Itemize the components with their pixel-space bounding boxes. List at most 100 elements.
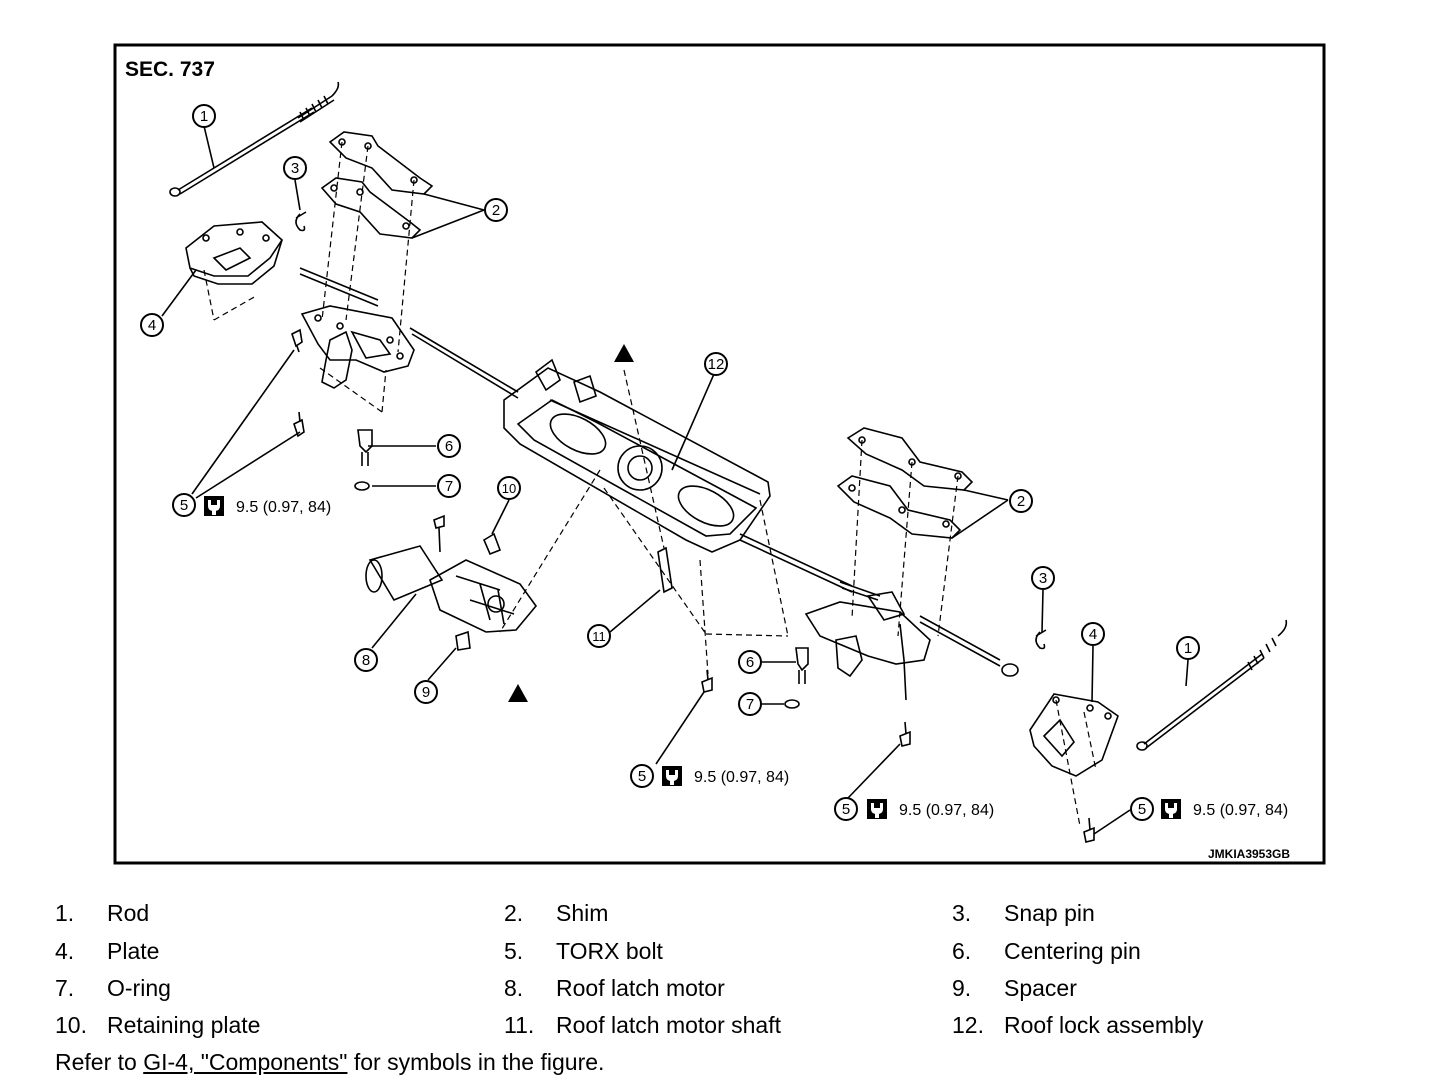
legend-number: 12. xyxy=(952,1012,984,1038)
reference-note: Refer to GI-4, "Components" for symbols … xyxy=(55,1049,604,1075)
callout-5-c: 5 xyxy=(834,797,858,821)
cable xyxy=(299,267,1019,677)
latch-bracket-left xyxy=(300,305,415,389)
rod-left xyxy=(169,81,340,197)
torque-wrench-icon xyxy=(867,799,887,819)
legend-label: TORX bolt xyxy=(556,938,663,964)
svg-text:9.5 (0.97, 84): 9.5 (0.97, 84) xyxy=(694,769,789,786)
torque-wrench-icon xyxy=(204,496,224,516)
svg-text:7: 7 xyxy=(746,696,754,713)
triangle-marker-icon xyxy=(508,684,528,702)
svg-text:12: 12 xyxy=(708,356,725,373)
svg-text:4: 4 xyxy=(1089,626,1097,643)
legend-label: Shim xyxy=(556,900,609,926)
callout-7-right: 7 xyxy=(738,692,762,716)
spacer xyxy=(455,630,471,651)
callout-11: 11 xyxy=(587,624,611,648)
reference-suffix: for symbols in the figure. xyxy=(347,1049,605,1075)
legend-number: 7. xyxy=(55,975,75,1001)
svg-text:5: 5 xyxy=(842,801,850,818)
roof-latch-motor xyxy=(365,545,538,633)
callout-12: 12 xyxy=(704,352,728,376)
svg-text:5: 5 xyxy=(638,768,646,785)
svg-text:1: 1 xyxy=(200,108,208,125)
svg-text:5: 5 xyxy=(180,497,188,514)
torque-spec-a: 9.5 (0.97, 84) xyxy=(204,496,331,516)
exploded-parts-diagram: SEC. 737 JMKIA3953GB xyxy=(113,43,1326,865)
reference-prefix: Refer to xyxy=(55,1049,144,1075)
legend-number: 8. xyxy=(504,975,524,1001)
o-ring-right xyxy=(784,699,800,709)
callout-5-d: 5 xyxy=(1130,797,1154,821)
callout-7-left: 7 xyxy=(437,474,461,498)
callout-5-a: 5 xyxy=(172,493,196,517)
callout-6-left: 6 xyxy=(437,434,461,458)
plate-right xyxy=(1029,693,1119,777)
callout-5-b: 5 xyxy=(630,764,654,788)
snap-pin-right xyxy=(1035,629,1047,650)
svg-text:3: 3 xyxy=(1039,570,1047,587)
callout-10: 10 xyxy=(497,476,521,500)
torque-spec-d: 9.5 (0.97, 84) xyxy=(1161,799,1288,819)
svg-text:7: 7 xyxy=(445,478,453,495)
torque-wrench-icon xyxy=(1161,799,1181,819)
legend-label: Snap pin xyxy=(1004,900,1095,926)
torque-specs: 9.5 (0.97, 84) 9.5 (0.97, 84) 9.5 (0.97,… xyxy=(204,496,1288,819)
motor-shaft xyxy=(657,546,673,594)
legend-label: Rod xyxy=(107,900,150,926)
figure-frame xyxy=(113,43,1326,865)
callout-1-right: 1 xyxy=(1176,636,1200,660)
torque-wrench-icon xyxy=(662,766,682,786)
svg-text:2: 2 xyxy=(492,202,500,219)
o-ring-left xyxy=(354,481,370,491)
callout-8: 8 xyxy=(354,648,378,672)
retaining-plate xyxy=(482,532,502,556)
callout-1-left: 1 xyxy=(192,104,216,128)
torque-spec-c: 9.5 (0.97, 84) xyxy=(867,799,994,819)
centering-pin-right xyxy=(795,647,809,684)
legend-label: Spacer xyxy=(1004,975,1077,1001)
legend-number: 4. xyxy=(55,938,75,964)
centering-pin-left xyxy=(357,429,373,466)
legend-label: Roof latch motor shaft xyxy=(556,1012,781,1038)
legend-label: Roof latch motor xyxy=(556,975,725,1001)
callout-3-right: 3 xyxy=(1031,566,1055,590)
callout-2-left: 2 xyxy=(484,198,508,222)
svg-text:6: 6 xyxy=(445,438,453,455)
legend-number: 9. xyxy=(952,975,972,1001)
callouts: 1 3 2 4 12 6 7 10 5 2 3 11 4 1 8 6 9 7 5… xyxy=(140,104,1200,821)
svg-text:9.5 (0.97, 84): 9.5 (0.97, 84) xyxy=(1193,802,1288,819)
svg-text:9.5 (0.97, 84): 9.5 (0.97, 84) xyxy=(236,499,331,516)
section-label: SEC. 737 xyxy=(125,58,215,81)
svg-text:11: 11 xyxy=(592,629,606,644)
legend-label: O-ring xyxy=(107,975,171,1001)
callout-2-right: 2 xyxy=(1009,489,1033,513)
latch-bracket-right xyxy=(804,591,931,701)
svg-text:9: 9 xyxy=(422,684,430,701)
plate-left xyxy=(185,221,284,285)
svg-text:3: 3 xyxy=(291,160,299,177)
callout-3-left: 3 xyxy=(283,156,307,180)
shim-left xyxy=(320,131,434,239)
legend-number: 6. xyxy=(952,938,972,964)
svg-text:1: 1 xyxy=(1184,640,1192,657)
components-reference-link[interactable]: GI-4, "Components" xyxy=(143,1049,348,1075)
svg-text:9.5 (0.97, 84): 9.5 (0.97, 84) xyxy=(899,802,994,819)
callout-4-left: 4 xyxy=(140,313,164,337)
legend-label: Centering pin xyxy=(1004,938,1141,964)
part-drawings xyxy=(169,81,1288,843)
bolts-left xyxy=(291,328,305,438)
svg-text:4: 4 xyxy=(148,317,156,334)
rod-right xyxy=(1136,619,1288,751)
snap-pin-left xyxy=(295,211,307,232)
svg-text:2: 2 xyxy=(1017,493,1025,510)
legend-number: 3. xyxy=(952,900,972,926)
legend-number: 10. xyxy=(55,1012,87,1038)
callout-4-right: 4 xyxy=(1081,622,1105,646)
torque-spec-b: 9.5 (0.97, 84) xyxy=(662,766,789,786)
triangle-marker-icon xyxy=(614,344,634,362)
svg-text:8: 8 xyxy=(362,652,370,669)
svg-text:10: 10 xyxy=(502,481,516,496)
legend-label: Retaining plate xyxy=(107,1012,261,1038)
legend-number: 1. xyxy=(55,900,75,926)
